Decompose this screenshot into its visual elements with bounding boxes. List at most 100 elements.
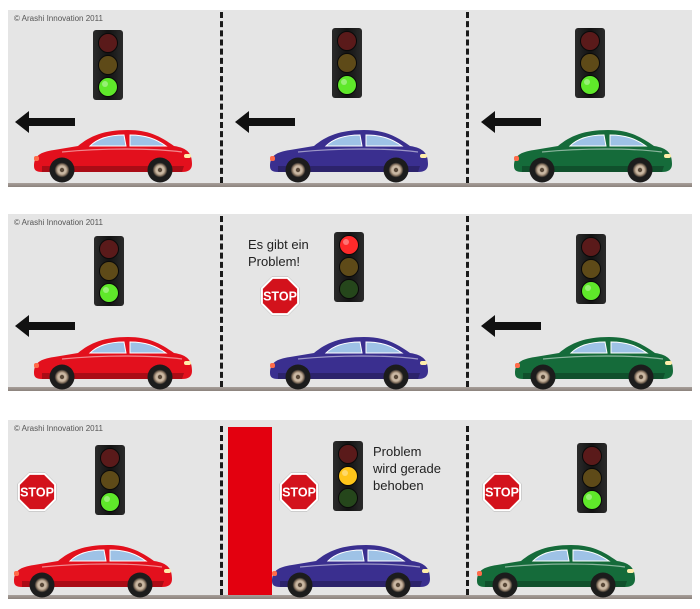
car-wheel-hub <box>393 167 399 173</box>
red-lamp <box>338 444 358 464</box>
green-lamp <box>580 75 600 95</box>
green-lamp-glint <box>586 494 592 500</box>
car-highlight <box>299 563 421 568</box>
row-2-panel-1-red-car <box>34 337 192 390</box>
row-2-panel-2-blue-car <box>270 337 428 390</box>
stop-sign-text: STOP <box>282 486 316 500</box>
row-3-panel-3-traffic-light <box>577 443 607 513</box>
red-lamp <box>337 31 357 51</box>
row-2-panel-3-left-arrow-icon <box>481 315 541 337</box>
stop-sign-text: STOP <box>20 486 54 500</box>
car-headlight <box>422 569 429 573</box>
row-2-panel-1-traffic-light <box>94 236 124 306</box>
car-headlight <box>664 154 671 158</box>
fixing-note-line-3: behoben <box>373 478 424 493</box>
car-taillight <box>34 363 39 368</box>
yellow-lamp <box>581 259 601 279</box>
row-1-panel-1-traffic-light <box>93 30 123 100</box>
row-3-panel-3-green-car <box>477 545 635 598</box>
row-2-panel-3-green-car <box>515 337 673 390</box>
car-headlight <box>420 361 427 365</box>
row-1-panel-2-traffic-light <box>332 28 362 98</box>
row-1-divider-left <box>220 12 223 183</box>
car-rear-window <box>326 549 365 562</box>
row-1-copyright: © Arashi Innovation 2011 <box>14 14 103 23</box>
car-front-window <box>365 134 404 147</box>
car-rear-window <box>68 549 107 562</box>
fixing-note-line-1: Problem <box>373 444 422 459</box>
green-lamp-glint <box>341 79 347 85</box>
yellow-lamp <box>580 53 600 73</box>
problem-note-line-2: Problem! <box>248 254 301 269</box>
yellow-lamp <box>100 470 120 490</box>
row-2-ground <box>8 387 692 391</box>
row-3-panel-2-stop-sign: STOP <box>279 472 319 512</box>
car-taillight <box>34 156 39 161</box>
car-taillight <box>514 156 519 161</box>
car-headlight <box>184 154 191 158</box>
row-1-ground <box>8 183 692 187</box>
car-highlight <box>297 148 419 153</box>
car-front-window <box>365 341 404 354</box>
car-wheel-hub <box>295 374 301 380</box>
car-wheel-hub <box>39 582 45 588</box>
yellow-lamp <box>99 261 119 281</box>
row-2-divider-right <box>466 216 469 387</box>
car-front-window <box>367 549 406 562</box>
green-lamp-glint <box>104 496 110 502</box>
car-wheel-hub <box>137 582 143 588</box>
car-wheel-hub <box>157 167 163 173</box>
car-wheel-hub <box>638 374 644 380</box>
row-3-panel-1-stop-sign: STOP <box>17 472 57 512</box>
car-headlight <box>665 361 672 365</box>
green-lamp <box>338 488 358 508</box>
car-front-window <box>610 341 649 354</box>
row-1-panel-3-left-arrow-icon <box>481 111 541 133</box>
yellow-lamp <box>98 55 118 75</box>
car-wheel-hub <box>157 374 163 380</box>
car-taillight <box>515 363 520 368</box>
car-taillight <box>14 571 19 576</box>
yellow-lamp-glint <box>342 470 348 476</box>
fixing-note-line-2: wird gerade <box>373 461 441 476</box>
row-3-panel-1-traffic-light <box>95 445 125 515</box>
row-1-panel-2-left-arrow-icon <box>235 111 295 133</box>
car-wheel-hub <box>637 167 643 173</box>
car-wheel-hub <box>540 374 546 380</box>
car-front-window <box>609 134 648 147</box>
yellow-lamp <box>338 466 358 486</box>
red-lamp-glint <box>343 239 349 245</box>
yellow-lamp <box>339 257 359 277</box>
yellow-lamp <box>582 468 602 488</box>
car-highlight <box>504 563 626 568</box>
red-lamp <box>581 237 601 257</box>
row-1-panel-2-blue-car <box>270 130 428 183</box>
car-highlight <box>61 355 183 360</box>
car-headlight <box>184 361 191 365</box>
red-lamp <box>580 31 600 51</box>
car-rear-window <box>568 134 607 147</box>
car-wheel-hub <box>539 167 545 173</box>
row-1-panel-3-green-car <box>514 130 672 183</box>
car-wheel-hub <box>297 582 303 588</box>
stop-sign-face <box>262 278 298 314</box>
row-2-panel-2-stop-sign: STOP <box>260 276 300 316</box>
car-front-window <box>572 549 611 562</box>
stop-sign-text: STOP <box>485 486 519 500</box>
row-2-panel-1-left-arrow-icon <box>15 315 75 337</box>
blocking-barrier <box>228 427 272 595</box>
green-lamp <box>99 283 119 303</box>
car-wheel-hub <box>393 374 399 380</box>
green-lamp <box>582 490 602 510</box>
car-wheel-hub <box>502 582 508 588</box>
car-highlight <box>297 355 419 360</box>
row-3-divider-right <box>466 426 469 595</box>
red-lamp <box>99 239 119 259</box>
car-rear-window <box>324 341 363 354</box>
row-3-divider-left <box>220 426 223 595</box>
car-taillight <box>270 363 275 368</box>
row-2-divider-left <box>220 216 223 387</box>
green-lamp-glint <box>584 79 590 85</box>
stop-sign-text: STOP <box>263 290 297 304</box>
car-taillight <box>272 571 277 576</box>
